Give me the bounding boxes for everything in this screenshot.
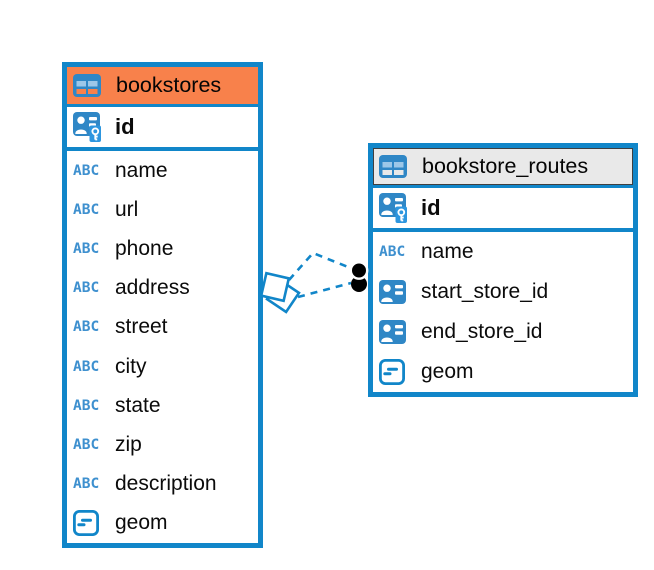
column-row-name[interactable]: ABC name bbox=[373, 232, 633, 272]
text-icon: ABC bbox=[73, 162, 100, 179]
table-icon bbox=[73, 74, 109, 97]
column-label: geom bbox=[421, 360, 474, 383]
table-title: bookstores bbox=[116, 73, 222, 97]
primary-key-icon bbox=[73, 111, 101, 142]
column-row-city[interactable]: ABC city bbox=[67, 347, 258, 386]
column-row-address[interactable]: ABC address bbox=[67, 269, 258, 308]
primary-key-icon bbox=[379, 192, 407, 223]
column-label: description bbox=[115, 472, 217, 496]
geometry-icon bbox=[73, 510, 99, 537]
column-row-state[interactable]: ABC state bbox=[67, 386, 258, 425]
table-icon bbox=[379, 155, 407, 178]
column-row-phone[interactable]: ABC phone bbox=[67, 229, 258, 268]
column-label: end_store_id bbox=[421, 320, 543, 343]
column-label: geom bbox=[115, 511, 168, 535]
text-icon: ABC bbox=[73, 201, 100, 218]
column-label: city bbox=[115, 354, 147, 378]
column-label: name bbox=[115, 158, 168, 182]
foreign-key-icon bbox=[379, 320, 406, 344]
column-row-geom[interactable]: geom bbox=[67, 504, 258, 543]
column-label: zip bbox=[115, 433, 142, 457]
text-icon: ABC bbox=[73, 280, 100, 297]
relationship-line-start-store[interactable] bbox=[288, 251, 354, 281]
column-label: url bbox=[115, 197, 139, 221]
table-header[interactable]: bookstore_routes bbox=[373, 148, 633, 188]
column-label: id bbox=[115, 114, 135, 139]
column-label: id bbox=[421, 195, 441, 220]
column-row-geom[interactable]: geom bbox=[373, 352, 633, 392]
foreign-key-icon bbox=[379, 280, 406, 304]
text-icon: ABC bbox=[73, 319, 100, 336]
table-title: bookstore_routes bbox=[422, 154, 589, 178]
column-row-name[interactable]: ABC name bbox=[67, 151, 258, 190]
column-row-zip[interactable]: ABC zip bbox=[67, 425, 258, 464]
column-label: start_store_id bbox=[421, 280, 549, 303]
geometry-icon bbox=[379, 359, 405, 385]
text-icon: ABC bbox=[73, 397, 100, 414]
many-end-marker[interactable] bbox=[259, 271, 301, 314]
column-label: phone bbox=[115, 237, 174, 260]
column-label: street bbox=[115, 315, 168, 339]
text-icon: ABC bbox=[379, 244, 406, 260]
relationship-line-end-store[interactable] bbox=[297, 281, 352, 299]
table-icon bbox=[379, 155, 415, 178]
column-row-start_store_id[interactable]: start_store_id bbox=[373, 272, 633, 312]
column-row-description[interactable]: ABC description bbox=[67, 465, 258, 504]
column-row-id[interactable]: id bbox=[373, 188, 633, 232]
column-row-url[interactable]: ABC url bbox=[67, 190, 258, 229]
text-icon: ABC bbox=[73, 437, 100, 454]
column-row-street[interactable]: ABC street bbox=[67, 308, 258, 347]
table-icon bbox=[73, 74, 101, 97]
column-label: address bbox=[115, 276, 190, 300]
column-label: state bbox=[115, 393, 161, 417]
column-row-end_store_id[interactable]: end_store_id bbox=[373, 312, 633, 352]
table-header[interactable]: bookstores bbox=[67, 67, 258, 107]
text-icon: ABC bbox=[73, 476, 100, 493]
text-icon: ABC bbox=[73, 358, 100, 375]
column-row-id[interactable]: id bbox=[67, 107, 258, 151]
column-label: name bbox=[421, 240, 474, 263]
one-end-marker[interactable] bbox=[349, 261, 369, 292]
text-icon: ABC bbox=[73, 241, 100, 257]
